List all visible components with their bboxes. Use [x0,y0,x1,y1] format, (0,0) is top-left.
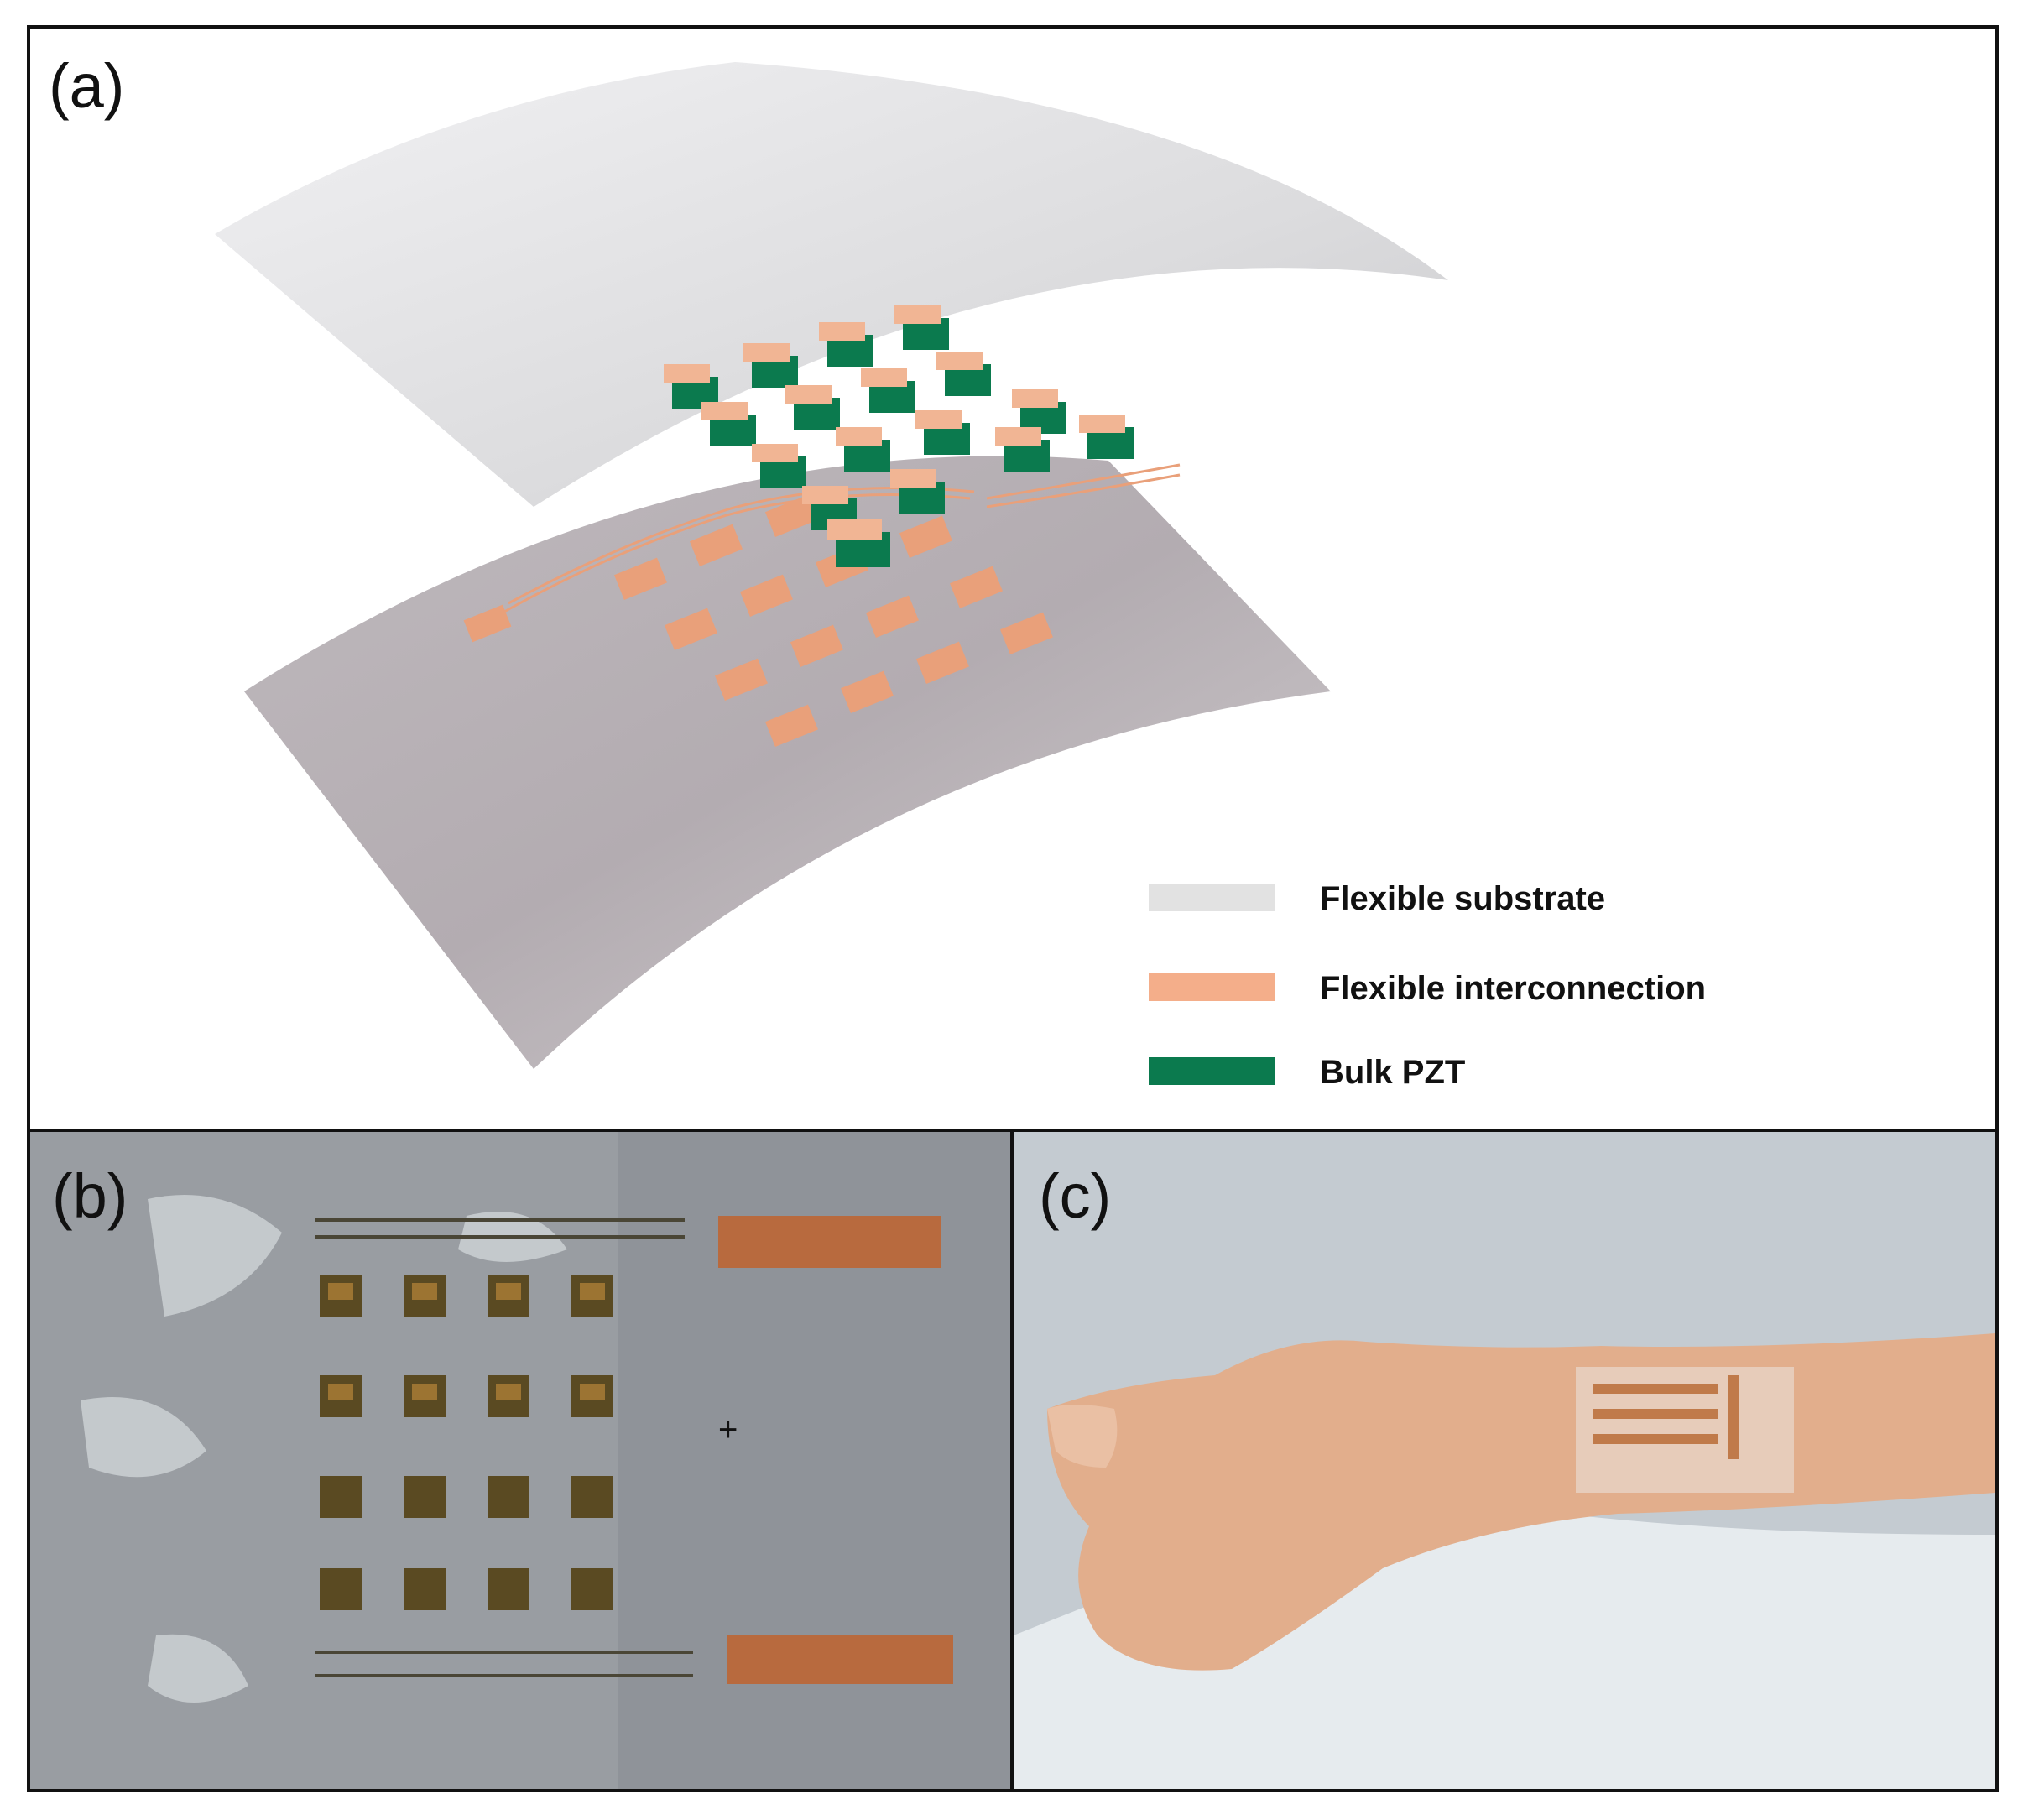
bottom-interconnect-layer [463,494,1053,747]
forearm-and-hand [1047,1333,1995,1671]
top-serpentine-traces [986,463,1181,508]
interconnection-swatch [1149,973,1275,1001]
serpentine-bus-top [315,1218,685,1239]
bottom-serpentine-traces [503,487,975,613]
substrate-swatch [1149,884,1275,911]
panel-a-schematic: (a) Flexible substrate Flexible intercon… [30,29,1995,1132]
legend-label-pzt: Bulk PZT [1320,1054,1466,1091]
legend-label-substrate: Flexible substrate [1320,880,1606,917]
copper-tape-top [718,1216,941,1268]
pzt-array [664,305,1134,567]
panel-label-a: (a) [49,51,125,121]
figure: (a) Flexible substrate Flexible intercon… [27,25,1999,1792]
panel-label-b: (b) [52,1161,128,1231]
pzt-swatch [1149,1057,1275,1085]
panel-label-c: (c) [1039,1161,1112,1231]
alignment-mark: + [718,1411,738,1448]
legend-label-interconnection: Flexible interconnection [1320,970,1707,1007]
panel-c-wrist-photo: (c) [1014,1132,1995,1789]
top-substrate-sheet [215,62,1448,507]
serpentine-bus-bottom [315,1651,693,1677]
copper-tape-bottom [727,1635,953,1684]
schematic-illustration [215,62,1448,1069]
panel-b-device-photo: + (b) [30,1132,1014,1789]
wrist-photo-illustration [1014,1132,1995,1789]
bottom-substrate-sheet [244,456,1331,1069]
device-on-wrist [1593,1375,1739,1459]
device-photo-illustration: + [30,1132,1010,1789]
